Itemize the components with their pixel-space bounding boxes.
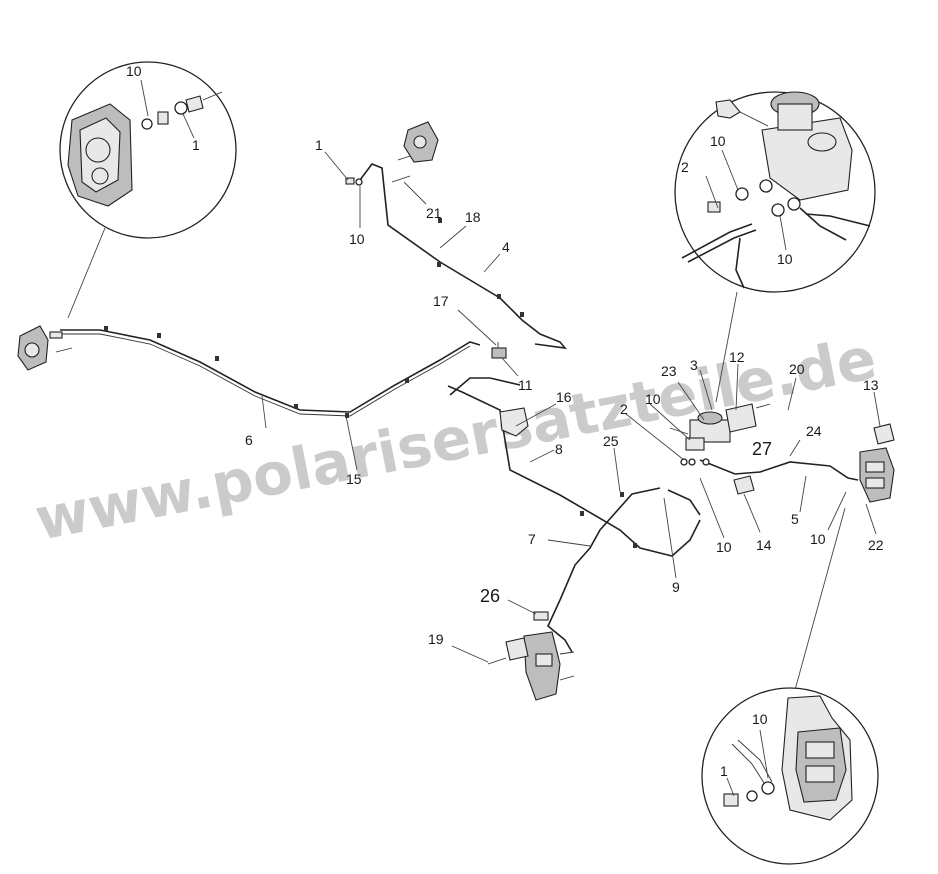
callout-13: 13 — [863, 377, 879, 393]
brake-line-8 — [447, 377, 701, 557]
callout-labels: 10 1 1 10 21 18 4 17 11 6 15 16 8 2 10 3… — [126, 63, 884, 779]
callout-10: 10 — [126, 63, 142, 79]
junction-block-11 — [491, 342, 507, 359]
hose-16 — [499, 407, 529, 437]
inset-rear-right-caliper — [701, 507, 879, 865]
bracket-14 — [733, 475, 755, 495]
rear-left-caliper — [487, 631, 575, 701]
brake-line-5 — [699, 459, 859, 481]
callout-17: 17 — [433, 293, 449, 309]
front-left-caliper — [17, 325, 73, 371]
inset-front-left-caliper — [59, 61, 237, 319]
callout-19: 19 — [428, 631, 444, 647]
callout-10: 10 — [349, 231, 365, 247]
clip-26 — [533, 611, 549, 621]
callout-26: 26 — [480, 586, 500, 606]
brake-line-4 — [359, 163, 567, 350]
front-right-caliper — [345, 121, 439, 186]
callout-10: 10 — [645, 391, 661, 407]
callout-10: 10 — [752, 711, 768, 727]
callout-10: 10 — [716, 539, 732, 555]
callout-2: 2 — [620, 401, 628, 417]
callout-23: 23 — [661, 363, 677, 379]
callout-27: 27 — [752, 439, 772, 459]
callout-1: 1 — [720, 763, 728, 779]
line-clips — [104, 218, 637, 548]
callout-11: 11 — [518, 377, 533, 393]
brake-line-6 — [60, 329, 481, 417]
callout-24: 24 — [806, 423, 822, 439]
callout-9: 9 — [672, 579, 680, 595]
callout-25: 25 — [603, 433, 619, 449]
callout-3: 3 — [690, 357, 698, 373]
inset-master-cylinder — [674, 91, 876, 403]
leaders — [261, 151, 881, 663]
callout-1: 1 — [315, 137, 323, 153]
callout-16: 16 — [556, 389, 572, 405]
brake-line-7-9 — [547, 487, 701, 653]
callout-21: 21 — [426, 205, 442, 221]
bracket-12 — [725, 403, 771, 433]
callout-15: 15 — [346, 471, 362, 487]
master-cylinder-3 — [669, 411, 731, 466]
callout-10: 10 — [810, 531, 826, 547]
callout-4: 4 — [502, 239, 510, 255]
callout-20: 20 — [789, 361, 805, 377]
callout-10: 10 — [710, 133, 726, 149]
callout-12: 12 — [729, 349, 745, 365]
callout-2: 2 — [681, 159, 689, 175]
rear-right-caliper — [859, 423, 895, 503]
callout-8: 8 — [555, 441, 563, 457]
callout-5: 5 — [791, 511, 799, 527]
callout-7: 7 — [528, 531, 536, 547]
callout-6: 6 — [245, 432, 253, 448]
callout-10: 10 — [777, 251, 793, 267]
callout-22: 22 — [868, 537, 884, 553]
callout-1: 1 — [192, 137, 200, 153]
callout-18: 18 — [465, 209, 481, 225]
callout-14: 14 — [756, 537, 772, 553]
